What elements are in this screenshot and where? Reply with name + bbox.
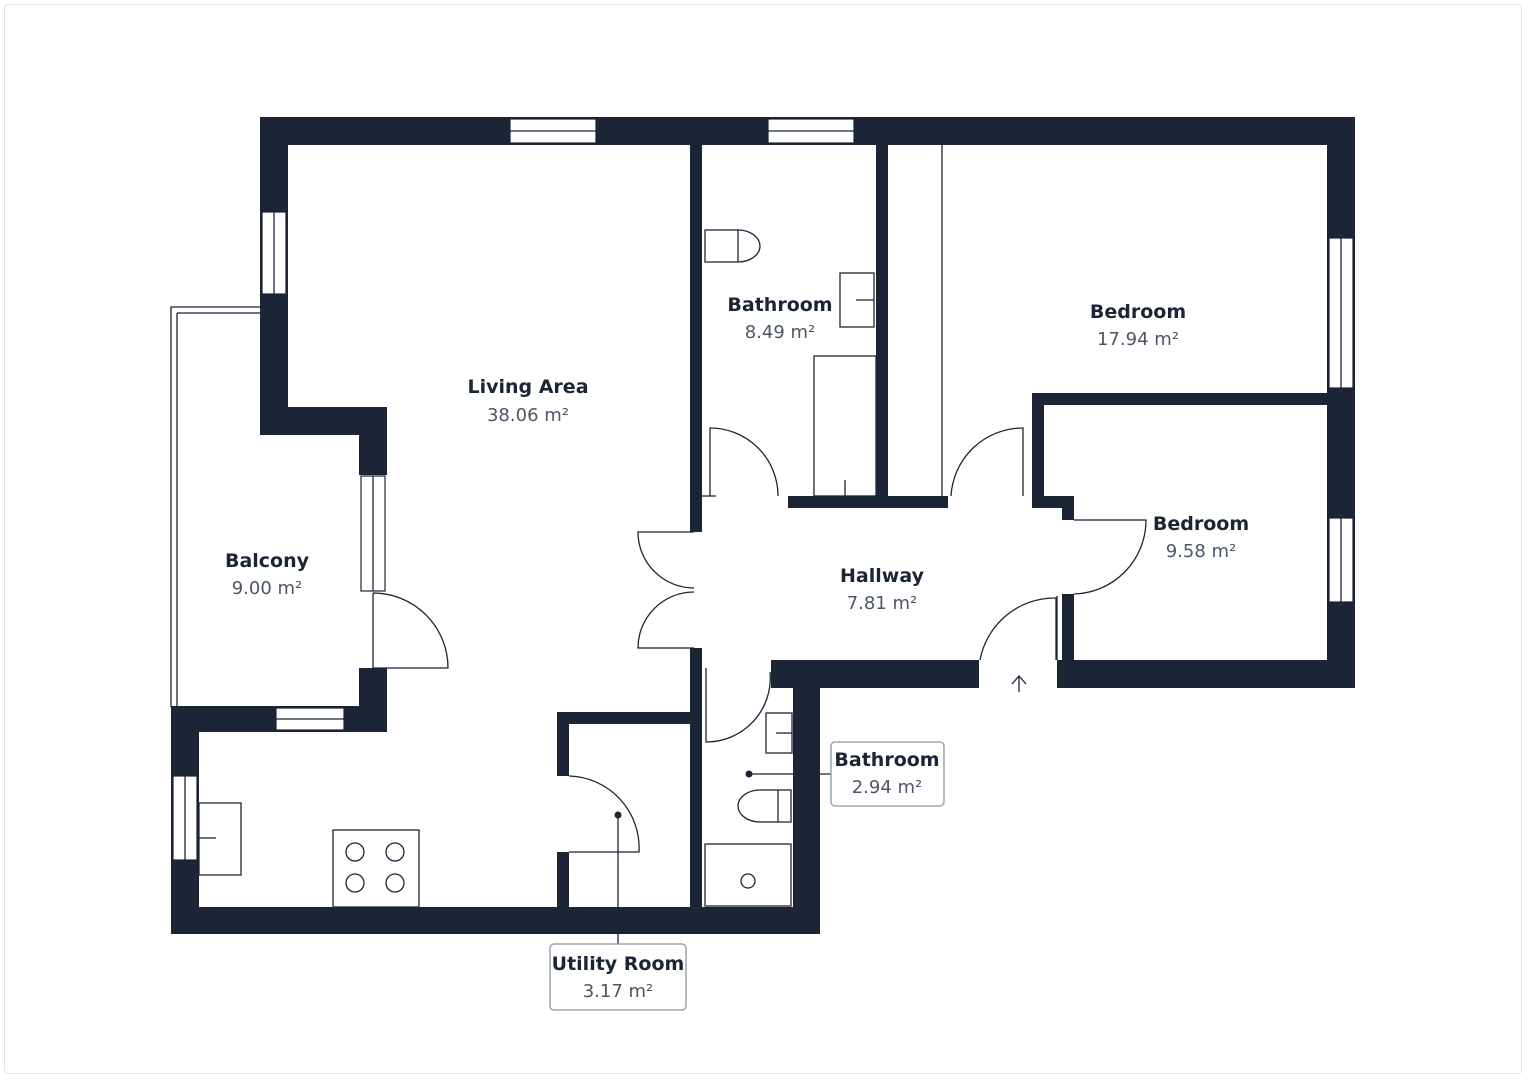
balcony-door (372, 592, 449, 669)
room-name: Bedroom (1090, 301, 1186, 323)
windows (172, 118, 1354, 861)
room-name: Bathroom (727, 294, 832, 316)
room-name: Bedroom (1153, 513, 1249, 535)
bathroom-door (709, 427, 779, 497)
room-area: 3.17 m² (583, 981, 654, 1002)
doors (372, 427, 1147, 853)
room-name: Living Area (467, 376, 588, 398)
kitchen-sink-icon (198, 802, 242, 876)
bedroom-small-door (1073, 519, 1147, 595)
room-label-bathroom-main: Bathroom 8.49 m² (727, 294, 832, 343)
small-toilet-icon (737, 789, 792, 823)
arrow-up-icon (1011, 675, 1027, 692)
room-name: Utility Room (552, 953, 685, 975)
entrance-door (979, 596, 1058, 661)
room-name: Balcony (225, 550, 310, 572)
living-double-door (637, 531, 695, 649)
shower-icon (704, 843, 792, 907)
room-area: 9.58 m² (1166, 541, 1237, 562)
small-bath-door (705, 668, 771, 743)
room-name: Bathroom (834, 749, 939, 771)
room-area: 9.00 m² (232, 578, 303, 599)
room-label-bedroom-small: Bedroom 9.58 m² (1153, 513, 1249, 562)
room-area: 38.06 m² (487, 405, 569, 426)
room-area: 8.49 m² (745, 322, 816, 343)
callout-utility-room: Utility Room 3.17 m² (549, 943, 687, 1011)
fixtures (198, 229, 877, 908)
room-label-balcony: Balcony 9.00 m² (225, 550, 310, 599)
balcony-railing (170, 306, 260, 707)
room-name: Hallway (840, 565, 925, 587)
toilet-icon (704, 229, 761, 263)
room-area: 17.94 m² (1097, 329, 1179, 350)
stove-icon (332, 829, 420, 908)
room-label-bedroom-large: Bedroom 17.94 m² (1090, 301, 1186, 350)
bathtub-icon (813, 355, 877, 497)
room-label-living-area: Living Area 38.06 m² (467, 376, 588, 426)
room-area: 2.94 m² (852, 777, 923, 798)
callout-leaders (614, 770, 831, 944)
room-label-hallway: Hallway 7.81 m² (840, 565, 925, 614)
utility-door (568, 775, 640, 853)
room-area: 7.81 m² (847, 593, 918, 614)
callout-bathroom-small: Bathroom 2.94 m² (830, 741, 945, 807)
bedroom-door (950, 427, 1024, 497)
